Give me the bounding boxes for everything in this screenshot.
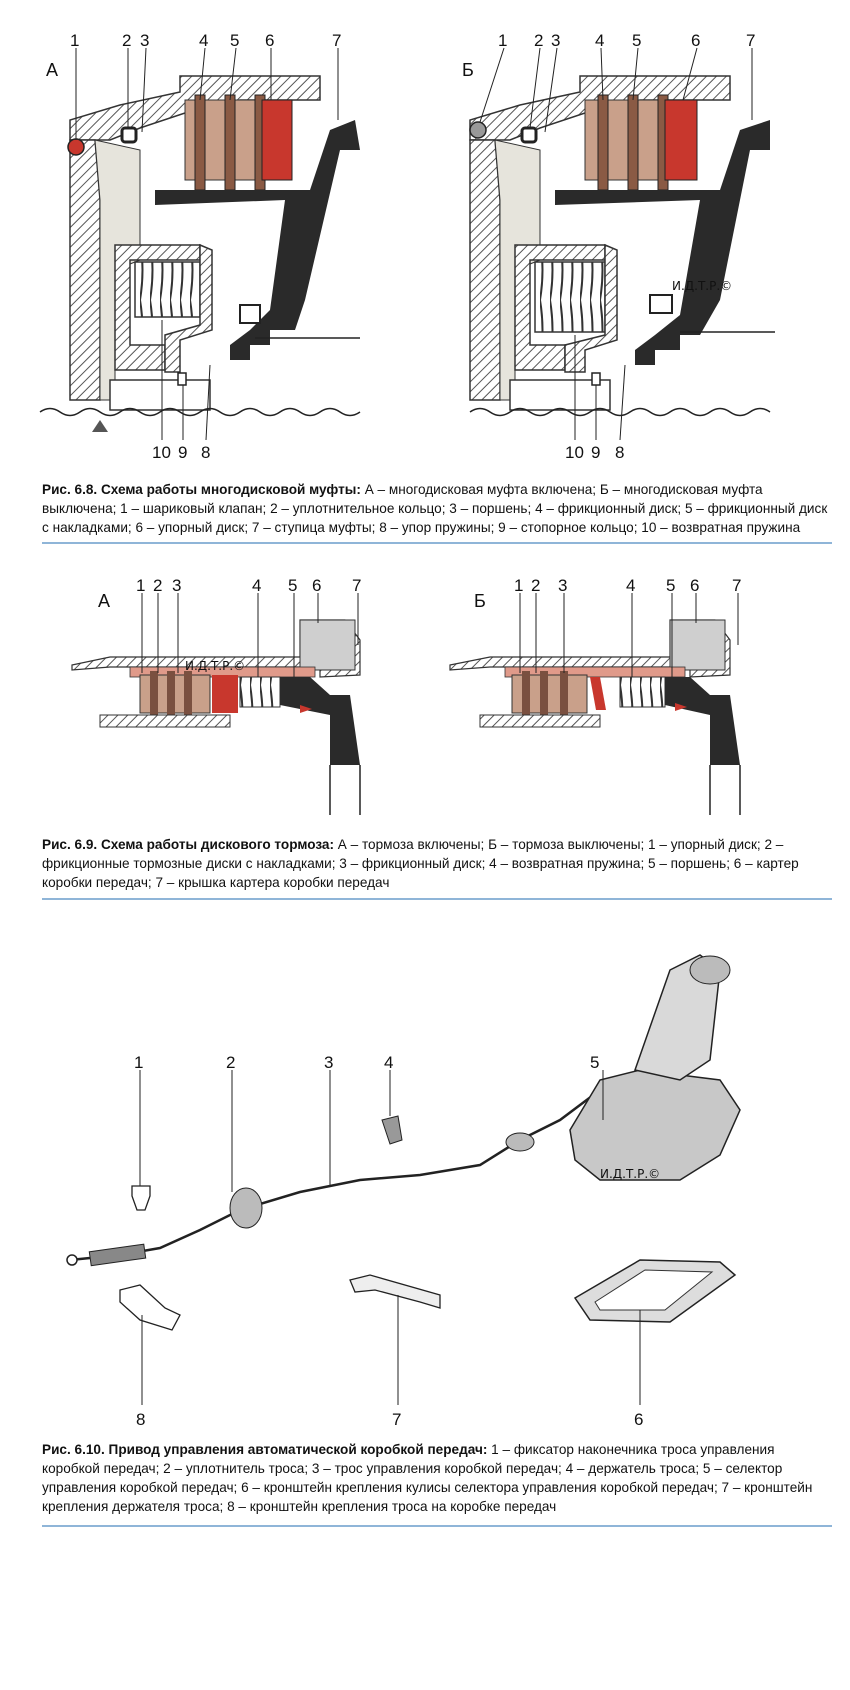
label-b-5: 5 <box>632 31 641 50</box>
figure-6-9: А И.Д.Т.Р.© 1 2 3 4 5 6 7 Б <box>0 565 850 825</box>
label-6-10-6: 6 <box>634 1410 643 1429</box>
panel-b-brake: Б 1 2 3 4 5 6 7 <box>449 576 741 815</box>
caption-6-8-title: Рис. 6.8. Схема работы многодисковой муф… <box>42 482 361 497</box>
clip-1 <box>131 1185 151 1211</box>
label-b-1: 1 <box>498 31 507 50</box>
gear-selector-diagram: И.Д.Т.Р.© 1 2 3 4 5 6 7 8 <box>66 954 741 1429</box>
label-a-5: 5 <box>230 31 239 50</box>
panel-a-clutch: А <box>39 31 361 462</box>
divider-3 <box>42 1525 832 1527</box>
panel-b-letter: Б <box>462 60 474 80</box>
cable-grommet <box>505 1132 535 1152</box>
cable-holder-4 <box>381 1115 403 1145</box>
panel-b-clutch: Б И.Д.Т.Р.© 1 2 3 4 5 6 <box>462 31 775 462</box>
label-a-8: 8 <box>201 443 210 462</box>
label-a-6: 6 <box>265 31 274 50</box>
label-b-9: 9 <box>591 443 600 462</box>
label-brake-b-1: 1 <box>514 576 523 595</box>
panel-a-brake-letter: А <box>98 591 110 611</box>
label-brake-b-7: 7 <box>732 576 741 595</box>
caption-6-9-text: А – тормоза включены; Б – тормоза выключ… <box>42 837 799 890</box>
label-a-2: 2 <box>122 31 131 50</box>
label-b-6: 6 <box>691 31 700 50</box>
label-6-10-4: 4 <box>384 1053 393 1072</box>
clutch-diagram: А <box>39 31 775 462</box>
selector-5 <box>569 1069 741 1181</box>
label-a-3: 3 <box>140 31 149 50</box>
panel-a-brake: А И.Д.Т.Р.© 1 2 3 4 5 6 7 <box>71 576 361 815</box>
label-a-7: 7 <box>332 31 341 50</box>
label-brake-a-7: 7 <box>352 576 361 595</box>
cable-end-sleeve <box>88 1243 147 1267</box>
label-a-9: 9 <box>178 443 187 462</box>
caption-6-10-title: Рис. 6.10. Привод управления автоматичес… <box>42 1442 488 1457</box>
bracket-7 <box>349 1274 441 1309</box>
bracket-8 <box>119 1284 181 1331</box>
cable-seal <box>229 1187 263 1229</box>
panel-a-letter: А <box>46 60 58 80</box>
label-b-4: 4 <box>595 31 604 50</box>
figure-6-10: И.Д.Т.Р.© 1 2 3 4 5 6 7 8 <box>0 930 850 1440</box>
label-6-10-3: 3 <box>324 1053 333 1072</box>
label-brake-a-4: 4 <box>252 576 261 595</box>
label-6-10-5: 5 <box>590 1053 599 1072</box>
brake-diagram: А И.Д.Т.Р.© 1 2 3 4 5 6 7 Б <box>71 576 741 815</box>
label-brake-b-6: 6 <box>690 576 699 595</box>
label-a-10: 10 <box>152 443 171 462</box>
label-6-10-2: 2 <box>226 1053 235 1072</box>
label-6-10-7: 7 <box>392 1410 401 1429</box>
label-brake-a-1: 1 <box>136 576 145 595</box>
label-a-1: 1 <box>70 31 79 50</box>
watermark-6-8: И.Д.Т.Р.© <box>672 279 732 293</box>
label-a-4: 4 <box>199 31 208 50</box>
caption-6-10-text: 1 – фиксатор наконечника троса управлени… <box>42 1442 813 1514</box>
divider-1 <box>42 542 832 544</box>
panel-b-brake-letter: Б <box>474 591 486 611</box>
label-6-10-8: 8 <box>136 1410 145 1429</box>
label-brake-a-6: 6 <box>312 576 321 595</box>
label-b-2: 2 <box>534 31 543 50</box>
divider-2 <box>42 898 832 900</box>
label-brake-a-5: 5 <box>288 576 297 595</box>
label-brake-a-3: 3 <box>172 576 181 595</box>
selector-knob <box>689 955 731 985</box>
cable-tip <box>66 1254 78 1266</box>
watermark-6-10: И.Д.Т.Р.© <box>600 1167 660 1181</box>
label-brake-b-5: 5 <box>666 576 675 595</box>
label-brake-b-4: 4 <box>626 576 635 595</box>
caption-6-9: Рис. 6.9. Схема работы дискового тормоза… <box>42 835 832 892</box>
label-6-10-1: 1 <box>134 1053 143 1072</box>
label-b-7: 7 <box>746 31 755 50</box>
control-cable <box>69 1089 601 1262</box>
label-brake-b-2: 2 <box>531 576 540 595</box>
label-b-10: 10 <box>565 443 584 462</box>
caption-6-9-title: Рис. 6.9. Схема работы дискового тормоза… <box>42 837 334 852</box>
watermark-6-9: И.Д.Т.Р.© <box>185 659 245 673</box>
caption-6-8-text: А – многодисковая муфта включена; Б – мн… <box>42 482 828 535</box>
figure-6-8: А <box>0 0 850 480</box>
label-brake-a-2: 2 <box>153 576 162 595</box>
label-brake-b-3: 3 <box>558 576 567 595</box>
caption-6-8: Рис. 6.8. Схема работы многодисковой муф… <box>42 480 832 537</box>
label-b-8: 8 <box>615 443 624 462</box>
label-b-3: 3 <box>551 31 560 50</box>
caption-6-10: Рис. 6.10. Привод управления автоматичес… <box>42 1440 832 1516</box>
